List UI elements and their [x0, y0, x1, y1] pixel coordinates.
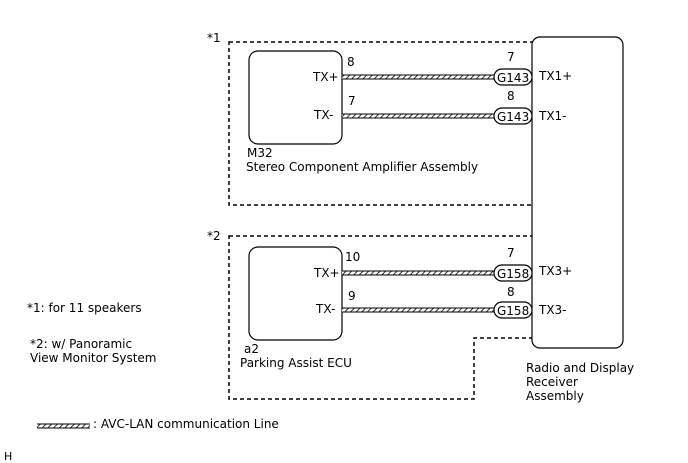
connector-g158-bottom: [493, 301, 533, 319]
legend-text: : AVC-LAN communication Line: [93, 417, 279, 431]
amplifier-pin-label-2: TX-: [313, 108, 333, 122]
amplifier-box: [248, 50, 343, 145]
amplifier-code: M32: [247, 146, 273, 160]
corner-mark: H: [4, 450, 12, 463]
amplifier-name: Stereo Component Amplifier Assembly: [246, 160, 478, 174]
connector-g158-bottom-label: G158: [497, 304, 529, 318]
note-2-line-1: *2: w/ Panoramic: [30, 337, 132, 351]
parking-ecu-code: a2: [244, 342, 259, 356]
amplifier-pin-label-1: TX+: [312, 70, 339, 84]
receiver-box: [531, 36, 624, 349]
receiver-pin-number-2: 8: [507, 89, 515, 103]
connector-g143-bottom: [493, 107, 533, 125]
section-2-marker: *2: [207, 229, 221, 243]
parking-ecu-pin-number-2: 9: [348, 289, 356, 303]
receiver-name-line-3: Assembly: [526, 389, 584, 403]
receiver-pin-label-tx1-plus: TX1+: [538, 69, 572, 83]
receiver-name-line-2: Receiver: [526, 375, 578, 389]
amplifier-pin-number-1: 8: [347, 55, 355, 69]
receiver-pin-label-tx3-plus: TX3+: [538, 264, 572, 278]
parking-ecu-name: Parking Assist ECU: [240, 356, 352, 370]
note-2-line-2: View Monitor System: [30, 351, 156, 365]
connector-g143-top-label: G143: [497, 71, 529, 85]
section-1-marker: *1: [207, 31, 221, 45]
connector-g158-top-label: G158: [497, 267, 529, 281]
receiver-pin-label-tx1-minus: TX1-: [538, 109, 567, 123]
parking-ecu-pin-label-2: TX-: [315, 302, 335, 316]
connector-g158-top: [493, 264, 533, 282]
parking-ecu-box: [248, 246, 343, 341]
receiver-pin-number-4: 8: [507, 285, 515, 299]
receiver-pin-number-1: 7: [507, 50, 515, 64]
note-1: *1: for 11 speakers: [27, 301, 142, 315]
amplifier-pin-number-2: 7: [348, 94, 356, 108]
receiver-pin-label-tx3-minus: TX3-: [538, 303, 567, 317]
receiver-pin-number-3: 7: [507, 246, 515, 260]
parking-ecu-pin-number-1: 10: [345, 250, 360, 264]
connector-g143-bottom-label: G143: [497, 110, 529, 124]
connector-g143-top: [493, 68, 533, 86]
receiver-name-line-1: Radio and Display: [526, 361, 634, 375]
parking-ecu-pin-label-1: TX+: [313, 266, 340, 280]
